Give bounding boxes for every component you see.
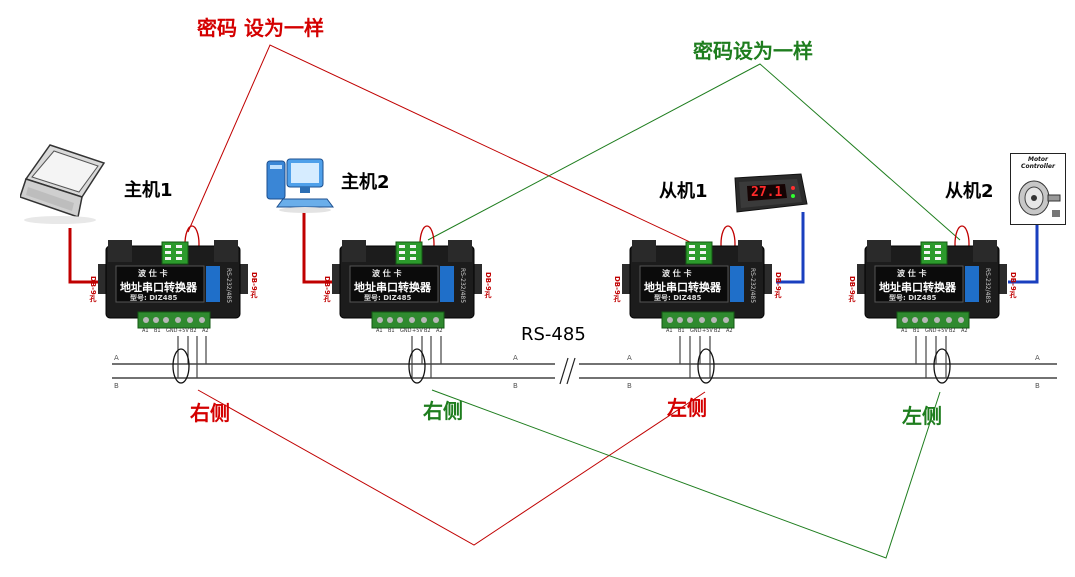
- cable-host1: [68, 228, 110, 284]
- side-label: 右侧: [423, 399, 463, 423]
- converter-port-label: DB-9孔: [323, 276, 331, 302]
- terminal-label: A2: [436, 328, 443, 334]
- converter-model: 型号: DIZ485: [364, 294, 412, 302]
- temperature-controller-icon: 27.1: [729, 172, 809, 216]
- terminal-label: A1: [142, 328, 149, 334]
- terminal-label: +5V: [412, 328, 423, 334]
- converter-port-label: DB-9孔: [250, 272, 258, 298]
- terminal-label: A1: [666, 328, 673, 334]
- host-label: 从机2: [945, 181, 994, 202]
- side-label: 左侧: [667, 396, 707, 420]
- converter-port-label: DB-9孔: [484, 272, 492, 298]
- terminal-label: +5V: [937, 328, 948, 334]
- terminal-label: B1: [913, 328, 920, 334]
- address-serial-converter: 波 仕 卡地址串口转换器型号: DIZ485 RS-232/485 DB-9孔 DB-…: [89, 240, 258, 334]
- cable-slave1: [776, 212, 805, 284]
- terminal-label: B1: [154, 328, 161, 334]
- converter-port-label: DB-9孔: [89, 276, 97, 302]
- address-serial-converter: 波 仕 卡地址串口转换器型号: DIZ485 RS-232/485 DB-9孔 DB-…: [848, 240, 1017, 334]
- motor-controller-icon: Motor Controller: [1010, 153, 1066, 225]
- converter-brand: 波 仕 卡: [138, 269, 168, 278]
- converter-brand: 波 仕 卡: [662, 269, 692, 278]
- rs485-label: RS-485: [521, 324, 586, 345]
- terminal-label: A1: [376, 328, 383, 334]
- bus-a-label: A: [627, 354, 632, 362]
- terminal-label: A1: [901, 328, 908, 334]
- terminal-label: GND: [400, 328, 412, 334]
- terminal-label: A2: [961, 328, 968, 334]
- cable-slave2: [1008, 222, 1039, 284]
- password-link-red: [187, 44, 725, 259]
- side-label: 右侧: [190, 401, 230, 425]
- address-serial-converter: 波 仕 卡地址串口转换器型号: DIZ485 RS-232/485 DB-9孔 DB-…: [613, 240, 782, 334]
- motor-controller-title: Motor Controller: [1021, 156, 1055, 170]
- terminal-label: B1: [388, 328, 395, 334]
- terminal-label: A2: [202, 328, 209, 334]
- converter-port-label: DB-9孔: [613, 276, 621, 302]
- converter-side-text: RS-232/485: [225, 268, 232, 304]
- converter-name: 地址串口转换器: [354, 281, 431, 294]
- bus-tap-marker: [172, 348, 190, 384]
- converter-brand: 波 仕 卡: [372, 269, 402, 278]
- converter-name: 地址串口转换器: [120, 281, 197, 294]
- converter-model: 型号: DIZ485: [654, 294, 702, 302]
- converter-name: 地址串口转换器: [644, 281, 721, 294]
- converter-name: 地址串口转换器: [879, 281, 956, 294]
- bus-a-label: A: [513, 354, 518, 362]
- bus-b-label: B: [627, 382, 632, 390]
- password-note-right: 密码设为一样: [693, 39, 813, 63]
- converter-side-text: RS-232/485: [749, 268, 756, 304]
- terminal-label: GND: [925, 328, 937, 334]
- password-note-left: 密码 设为一样: [197, 16, 324, 40]
- terminal-label: B2: [714, 328, 721, 334]
- host-label: 从机1: [659, 181, 708, 202]
- converter-side-text: RS-232/485: [459, 268, 466, 304]
- bus-a-label: A: [1035, 354, 1040, 362]
- terminal-label: B2: [190, 328, 197, 334]
- bus-break-mark: [559, 357, 569, 385]
- desktop-pc-icon: [266, 158, 334, 213]
- converter-side-text: RS-232/485: [984, 268, 991, 304]
- terminal-label: GND: [690, 328, 702, 334]
- terminal-label: B2: [424, 328, 431, 334]
- cable-host2: [302, 210, 344, 284]
- terminal-label: GND: [166, 328, 178, 334]
- terminal-label: B2: [949, 328, 956, 334]
- side-label: 左侧: [902, 404, 942, 428]
- bus-b-label: B: [114, 382, 119, 390]
- terminal-label: A2: [726, 328, 733, 334]
- terminal-label: B1: [678, 328, 685, 334]
- host-label: 主机1: [124, 180, 173, 201]
- side-link-green: [431, 389, 941, 559]
- password-link-green: [427, 63, 961, 241]
- bus-tap-marker: [933, 348, 951, 384]
- host-label: 主机2: [341, 172, 390, 193]
- converter-port-label: DB-9孔: [848, 276, 856, 302]
- thermostat-reading: 27.1: [751, 185, 783, 200]
- converter-port-label: DB-9孔: [1009, 272, 1017, 298]
- bus-b-label: B: [513, 382, 518, 390]
- laptop-icon: [20, 144, 106, 224]
- bus-tap-marker: [697, 348, 715, 384]
- converter-port-label: DB-9孔: [774, 272, 782, 298]
- terminal-label: +5V: [702, 328, 713, 334]
- side-link-red: [197, 389, 706, 546]
- bus-b-label: B: [1035, 382, 1040, 390]
- converter-model: 型号: DIZ485: [889, 294, 937, 302]
- bus-tap-marker: [408, 348, 426, 384]
- bus-a-label: A: [114, 354, 119, 362]
- address-serial-converter: 波 仕 卡地址串口转换器型号: DIZ485 RS-232/485 DB-9孔 DB-…: [323, 240, 492, 334]
- converter-brand: 波 仕 卡: [897, 269, 927, 278]
- converter-model: 型号: DIZ485: [130, 294, 178, 302]
- terminal-label: +5V: [178, 328, 189, 334]
